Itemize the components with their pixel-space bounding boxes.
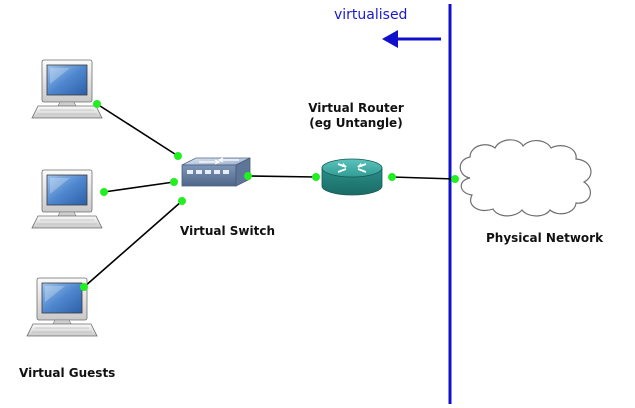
router-label-line2: (eg Untangle)	[309, 116, 403, 130]
links	[83, 103, 456, 288]
router-label: Virtual Router (eg Untangle)	[301, 101, 411, 131]
switch-label: Virtual Switch	[180, 224, 276, 238]
computer-icon	[31, 169, 103, 229]
link-guest3-switch	[83, 200, 183, 288]
port-dot	[80, 283, 88, 291]
port-dot	[178, 197, 186, 205]
computer-icon	[31, 59, 103, 119]
link-router-network	[391, 176, 456, 180]
port-dot	[312, 173, 320, 181]
cloud-icon	[459, 139, 592, 217]
switch-icon	[181, 157, 251, 187]
port-dot	[388, 173, 396, 181]
virtualised-label: virtualised	[334, 7, 408, 23]
guests-label: Virtual Guests	[19, 366, 116, 380]
port-markers	[80, 100, 459, 291]
router-label-line1: Virtual Router	[308, 101, 404, 115]
port-dot	[451, 175, 459, 183]
link-guest2-switch	[103, 181, 175, 193]
port-dot	[100, 188, 108, 196]
link-guest1-switch	[96, 103, 179, 157]
port-dot	[170, 178, 178, 186]
router-icon	[321, 158, 383, 196]
network-label: Physical Network	[486, 231, 604, 245]
port-dot	[93, 100, 101, 108]
port-dot	[244, 172, 252, 180]
link-switch-router	[247, 175, 317, 178]
port-dot	[174, 152, 182, 160]
arrow-left-icon	[382, 30, 441, 48]
